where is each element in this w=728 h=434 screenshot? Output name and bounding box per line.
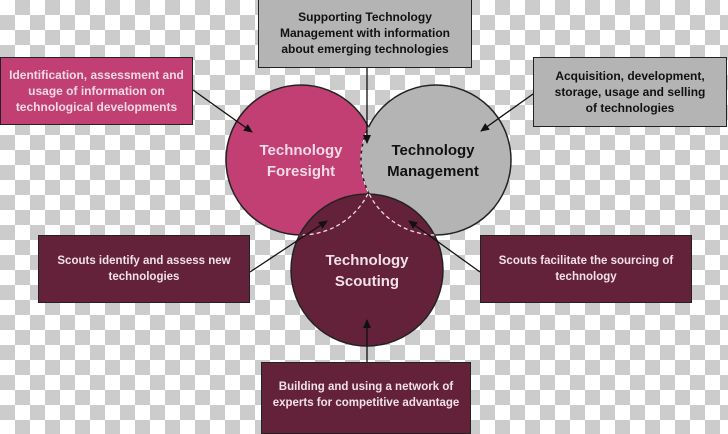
box-mid-right-text: Scouts facilitate the sourcing of techno…: [498, 255, 674, 283]
box-bottom-text: Building and using a network of experts …: [272, 381, 460, 409]
arrow-midleft-to-scouting: [249, 220, 328, 273]
box-top-left-text: Identification, assessment and usage of …: [9, 68, 184, 114]
box-network-of-experts: Building and using a network of experts …: [261, 362, 471, 434]
box-top-right-text: Acquisition, development, storage, usage…: [554, 69, 706, 115]
box-top-supporting-management: Supporting Technology Management with in…: [258, 0, 472, 68]
box-acquisition-development: Acquisition, development, storage, usage…: [533, 57, 727, 127]
circle-technology-management: [360, 84, 512, 236]
arrow-topleft-to-foresight: [192, 89, 253, 133]
box-scouts-identify: Scouts identify and assess new technolog…: [38, 235, 250, 303]
box-identification-assessment: Identification, assessment and usage of …: [0, 57, 193, 125]
arrow-topright-to-management: [480, 93, 534, 132]
box-top-text: Supporting Technology Management with in…: [279, 10, 450, 56]
box-mid-left-text: Scouts identify and assess new technolog…: [57, 255, 231, 283]
box-scouts-facilitate: Scouts facilitate the sourcing of techno…: [480, 235, 692, 303]
arrow-midright-to-scouting: [408, 220, 481, 273]
